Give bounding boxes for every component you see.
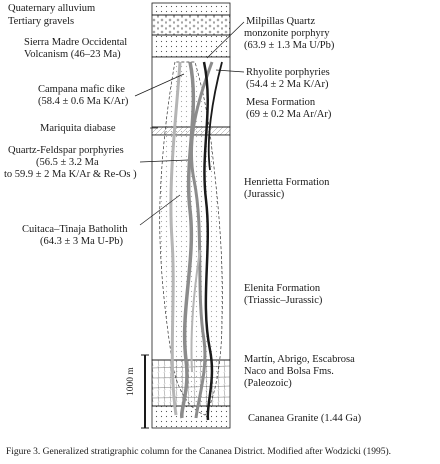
leader-campana <box>134 73 185 97</box>
leader-rhyolite <box>215 69 245 73</box>
label-martin-2: Naco and Bolsa Fms. <box>244 366 334 377</box>
dikes <box>169 61 223 421</box>
dike-gray-2 <box>189 61 214 419</box>
label-qfp-2: (56.5 ± 3.2 Ma <box>36 157 99 168</box>
label-elenita-2: (Triassic–Jurassic) <box>244 295 323 306</box>
figure-caption: Figure 3. Generalized stratigraphic colu… <box>6 447 392 457</box>
dike-light-gray-2 <box>190 249 201 373</box>
dike-black-2 <box>207 61 223 171</box>
dike-gray-1 <box>180 61 196 419</box>
label-sierra-madre-1: Sierra Madre Occidental <box>24 37 128 48</box>
label-cananea-granite: Cananea Granite (1.44 Ga) <box>248 413 362 424</box>
layer-tertiary-gravels <box>151 14 231 36</box>
label-rhyolite-1: Rhyolite porphyries <box>246 67 330 78</box>
label-qfp-1: Quartz-Feldspar porphyries <box>8 145 124 156</box>
label-milpillas-1: Milpillas Quartz <box>246 16 316 27</box>
label-martin-3: (Paleozoic) <box>244 378 292 389</box>
label-campana-2: (58.4 ± 0.6 Ma K/Ar) <box>38 96 129 107</box>
dike-black-1 <box>202 61 214 421</box>
layer-sierra-madre-volcanics <box>151 34 231 58</box>
label-rhyolite-2: (54.4 ± 2 Ma K/Ar) <box>246 79 329 90</box>
label-mariquita-diabase: Mariquita diabase <box>40 123 116 134</box>
label-cuitaca-2: (64.3 ± 3 Ma U-Pb) <box>40 236 124 247</box>
label-qfp-3: to 59.9 ± 2 Ma K/Ar & Re-Os ) <box>4 169 137 180</box>
label-henrietta-2: (Jurassic) <box>244 189 285 200</box>
label-martin-1: Martín, Abrigo, Escabrosa <box>244 354 355 365</box>
label-campana-1: Campana mafic dike <box>38 84 125 95</box>
scale-bar-label: 1000 m <box>126 367 136 396</box>
leader-lines <box>134 21 245 226</box>
layer-quaternary <box>151 2 231 16</box>
label-sierra-madre-2: Volcanism (46–23 Ma) <box>24 49 121 60</box>
label-mesa-1: Mesa Formation <box>246 97 316 108</box>
label-milpillas-3: (63.9 ± 1.3 Ma U/Pb) <box>244 40 335 51</box>
label-tertiary-gravels: Tertiary gravels <box>8 16 75 27</box>
label-milpillas-2: monzonite porphyry <box>244 28 330 39</box>
label-elenita-1: Elenita Formation <box>244 283 321 294</box>
scale-bar <box>141 354 149 429</box>
label-cuitaca-1: Cuitaca–Tinaja Batholith <box>22 224 128 235</box>
label-henrietta-1: Henrietta Formation <box>244 177 330 188</box>
leader-milpillas <box>206 21 245 59</box>
label-mesa-2: (69 ± 0.2 Ma Ar/Ar) <box>246 109 332 120</box>
label-quaternary-alluvium: Quaternary alluvium <box>8 3 96 14</box>
leader-cuitaca <box>139 194 181 226</box>
leader-qfp <box>139 159 189 163</box>
layer-cananea-granite <box>151 405 231 429</box>
dike-light-gray-1 <box>169 61 182 416</box>
